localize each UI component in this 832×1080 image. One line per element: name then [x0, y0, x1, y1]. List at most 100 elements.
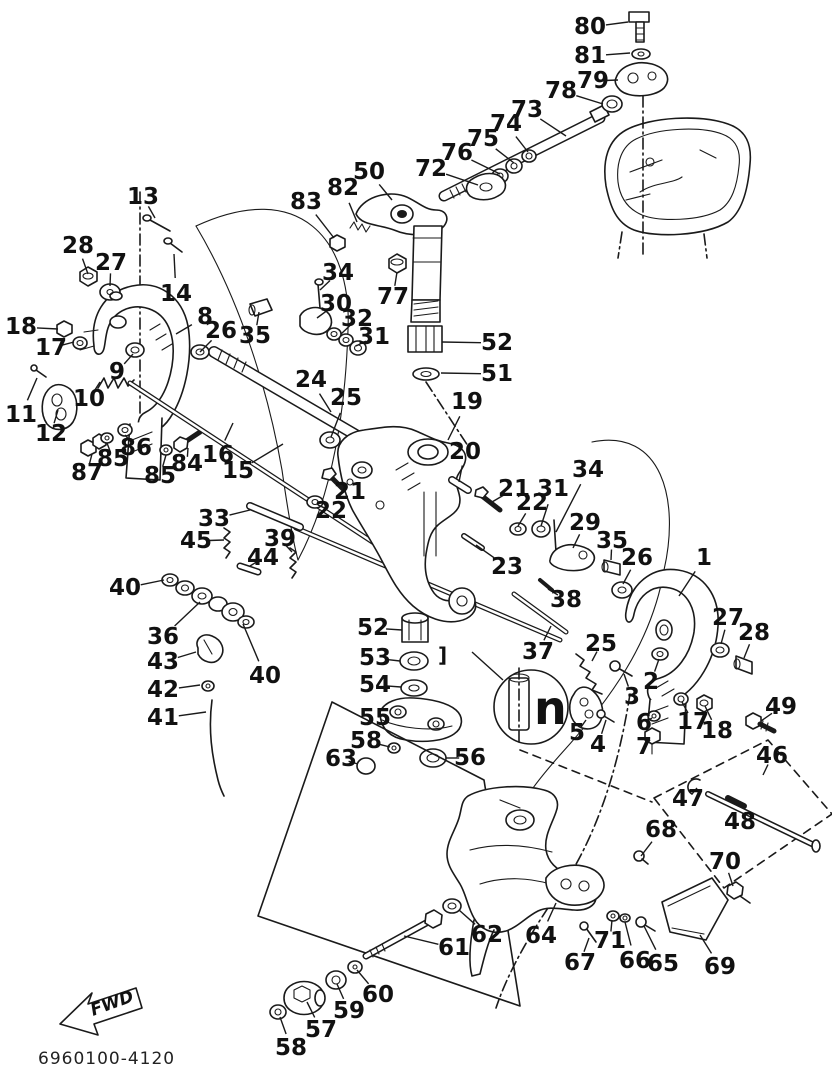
part-number-41: 41 [147, 705, 179, 731]
callout-87-26: 87 [71, 453, 103, 486]
callout-20-42: 20 [449, 439, 481, 483]
callout-35-21: 35 [239, 311, 271, 349]
callout-26-20: 26 [199, 318, 237, 353]
callout-40-49: 40 [109, 575, 165, 601]
leader-line-25-65 [591, 651, 598, 662]
part-number-70: 70 [709, 849, 741, 875]
leader-line-47-86 [691, 787, 698, 795]
part-number-65: 65 [647, 951, 679, 977]
part-number-77: 77 [377, 284, 409, 310]
callout-78-3: 78 [545, 78, 604, 105]
leader-line-65-94 [643, 925, 657, 951]
callout-37-64: 37 [522, 625, 554, 665]
part-number-33: 33 [198, 506, 230, 532]
leader-line-85-27 [106, 442, 111, 453]
leader-line-61-97 [403, 935, 439, 945]
leader-line-23-62 [475, 544, 495, 559]
part-number-60: 60 [362, 982, 394, 1008]
callout-62-96: 62 [458, 909, 503, 948]
leader-line-11-24 [26, 377, 38, 401]
leader-line-44-48 [249, 561, 258, 567]
callout-54-71: 54 [359, 672, 402, 698]
leader-line-69-95 [699, 934, 713, 954]
leader-line-8-19 [175, 323, 193, 335]
leader-line-84-30 [186, 447, 189, 457]
callout-53-70: 53 [359, 645, 401, 671]
callout-7-81: 7 [636, 734, 652, 760]
leader-line-57-100 [306, 1001, 316, 1018]
callout-22-44: 22 [315, 498, 347, 524]
callout-82-10: 82 [327, 175, 359, 223]
leader-line-37-64 [543, 625, 552, 641]
part-number-21: 21 [334, 479, 366, 505]
leader-line-76-7 [471, 159, 501, 175]
callout-83-11: 83 [290, 189, 335, 239]
part-number-19: 19 [451, 389, 483, 415]
leader-line-22-44 [317, 504, 326, 509]
callout-14-14: 14 [160, 253, 192, 307]
callout-16-31: 16 [202, 422, 234, 468]
leader-line-58-73 [376, 743, 391, 748]
leader-line-80-0 [605, 21, 629, 26]
part-number-2: 2 [643, 669, 659, 695]
part-number-7: 7 [636, 734, 652, 760]
part-number-47: 47 [672, 786, 704, 812]
callout-32-35: 32 [340, 306, 373, 335]
leader-line-26-20 [199, 339, 213, 353]
leader-line-70-89 [727, 872, 734, 887]
part-number-25: 25 [585, 631, 617, 657]
leader-line-54-71 [386, 685, 402, 688]
callout-28-15: 28 [62, 233, 94, 275]
part-number-9: 9 [109, 359, 125, 385]
leader-line-24-37 [318, 393, 332, 413]
leader-line-21-55 [491, 494, 505, 503]
callout-43-51: 43 [147, 649, 197, 675]
callout-17-18: 17 [35, 335, 75, 361]
part-number-66: 66 [619, 948, 651, 974]
part-number-15: 15 [222, 458, 254, 484]
leader-line-5-78 [580, 719, 587, 728]
callout-45-46: 45 [180, 528, 225, 554]
part-number-61: 61 [438, 935, 470, 961]
leader-line-58-101 [279, 1016, 287, 1035]
callout-44-48: 44 [247, 545, 279, 571]
leader-line-67-91 [583, 937, 590, 953]
part-number-39: 39 [264, 526, 296, 552]
callout-42-52: 42 [147, 677, 201, 703]
leader-line-39-47 [284, 544, 293, 553]
part-number-85: 85 [144, 463, 176, 489]
callout-34-33: 34 [319, 260, 354, 291]
callout-19-41: 19 [447, 389, 483, 441]
callout-75-6: 75 [467, 126, 515, 164]
leader-line-19-41 [447, 415, 461, 441]
leader-line-16-31 [224, 422, 234, 441]
part-number-1: 1 [696, 545, 712, 571]
leader-line-27-67 [720, 629, 726, 645]
leader-line-13-13 [147, 206, 156, 219]
part-number-79: 79 [577, 68, 609, 94]
callout-27-67: 27 [712, 605, 744, 645]
callout-47-86: 47 [672, 786, 704, 812]
part-number-16: 16 [202, 442, 234, 468]
leader-line-34-33 [319, 280, 331, 291]
leader-line-72-8 [445, 173, 479, 186]
callout-3-77: 3 [623, 673, 640, 710]
leader-line-77-12 [394, 271, 398, 286]
callout-10-23: 10 [73, 381, 105, 412]
leader-line-79-2 [604, 79, 619, 82]
callout-67-91: 67 [564, 937, 596, 976]
part-number-13: 13 [127, 184, 159, 210]
callout-85-29: 85 [144, 454, 176, 489]
part-number-42: 42 [147, 677, 179, 703]
part-number-40: 40 [109, 575, 141, 601]
callout-2-76: 2 [643, 658, 660, 695]
part-number-74: 74 [490, 111, 522, 137]
leader-line-12-25 [53, 409, 59, 424]
leader-line-59-99 [336, 983, 345, 1000]
callout-60-98: 60 [356, 969, 394, 1008]
part-number-48: 48 [724, 809, 756, 835]
leader-line-1-66 [678, 571, 696, 597]
mount-stack: ] [356, 612, 463, 775]
